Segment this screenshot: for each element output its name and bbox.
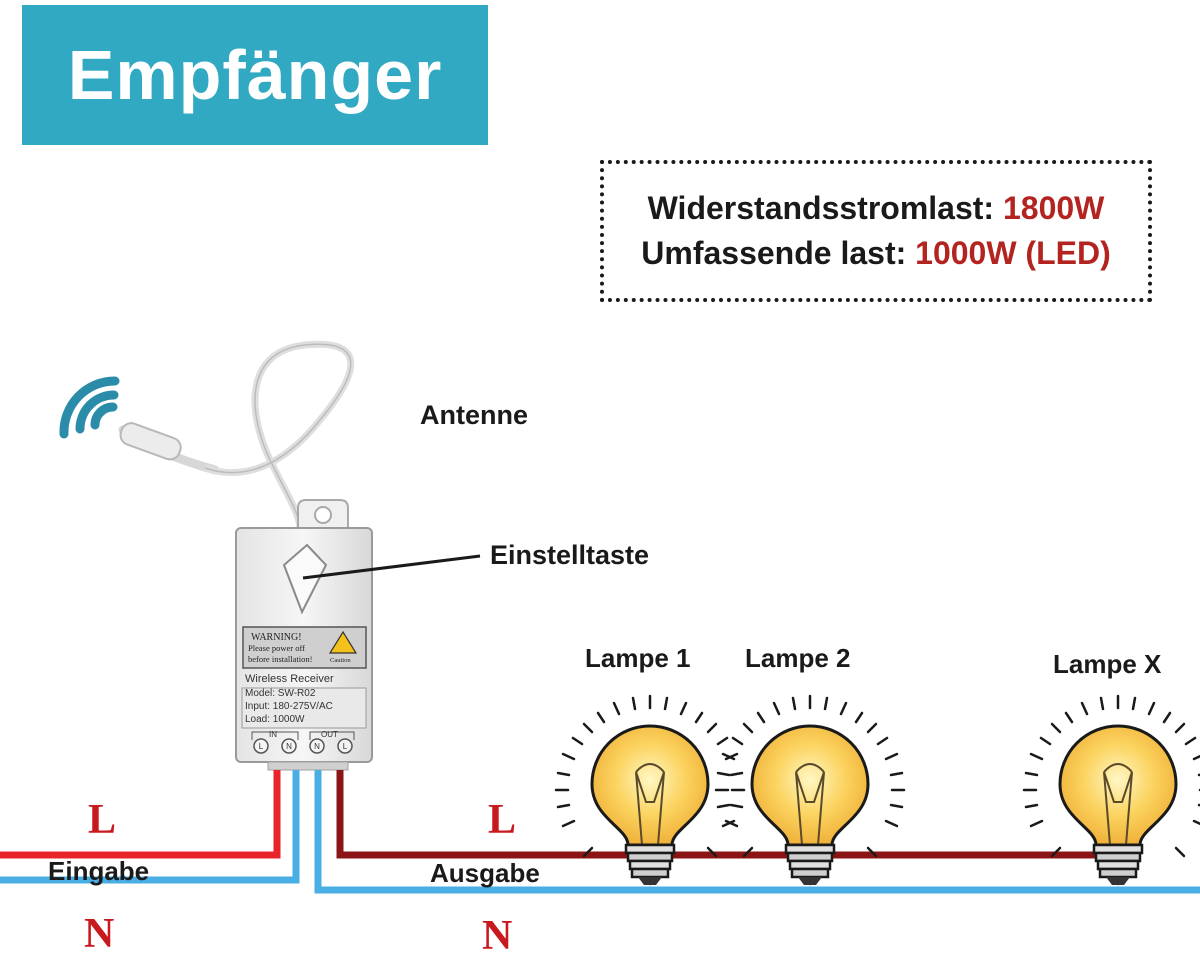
device-model: Model: SW-R02 — [245, 688, 316, 699]
output-line-letter: L — [488, 797, 517, 843]
page-title: Empfänger — [67, 36, 443, 114]
terminal-out-n: N — [314, 742, 320, 751]
device-load-rating: Load: 1000W — [245, 714, 305, 725]
comprehensive-load-value: 1000W (LED) — [915, 235, 1111, 271]
antenna-label: Antenne — [420, 400, 528, 430]
resistive-load-line: Widerstandsstromlast: 1800W — [648, 190, 1105, 227]
output-neutral-letter: N — [482, 913, 513, 959]
lamp-x-label: Lampe X — [1053, 649, 1162, 679]
output-label: Ausgabe — [430, 858, 540, 888]
live-input-wire — [0, 770, 281, 859]
title-banner: Empfänger — [22, 5, 488, 145]
antenna-cable — [118, 340, 355, 531]
device-caution-text: Caution — [330, 657, 351, 664]
lamp-1-label: Lampe 1 — [585, 643, 691, 673]
button-callout-line — [302, 554, 481, 580]
device-out-label: OUT — [321, 730, 338, 739]
input-neutral-letter: N — [84, 911, 115, 957]
lamp-2-label: Lampe 2 — [745, 643, 851, 673]
neutral-output-wire — [314, 770, 1200, 894]
terminal-in-n: N — [286, 742, 292, 751]
live-output-wire — [336, 770, 1115, 859]
load-specs-box: Widerstandsstromlast: 1800W Umfassende l… — [600, 160, 1152, 302]
input-line-letter: L — [88, 797, 117, 843]
device-in-label: IN — [269, 730, 277, 739]
terminal-out-l: L — [343, 742, 348, 751]
receiver-device: WARNING! Please power off before install… — [235, 499, 373, 771]
device-input-rating: Input: 180-275V/AC — [245, 701, 333, 712]
resistive-load-label: Widerstandsstromlast: — [647, 190, 995, 226]
resistive-load-value: 1800W — [1002, 190, 1105, 226]
button-label: Einstelltaste — [490, 540, 650, 570]
comprehensive-load-line: Umfassende last: 1000W (LED) — [641, 235, 1110, 272]
device-warning-line2: before installation! — [248, 654, 312, 664]
wireless-signal-icon — [59, 376, 120, 439]
device-name: Wireless Receiver — [245, 673, 334, 685]
neutral-input-wire — [0, 770, 300, 884]
input-label: Eingabe — [48, 856, 150, 886]
device-warning-line1: Please power off — [248, 643, 305, 653]
comprehensive-load-label: Umfassende last: — [641, 235, 907, 271]
terminal-in-l: L — [259, 742, 264, 751]
device-warning-title: WARNING! — [251, 632, 302, 643]
wires — [0, 770, 1200, 894]
